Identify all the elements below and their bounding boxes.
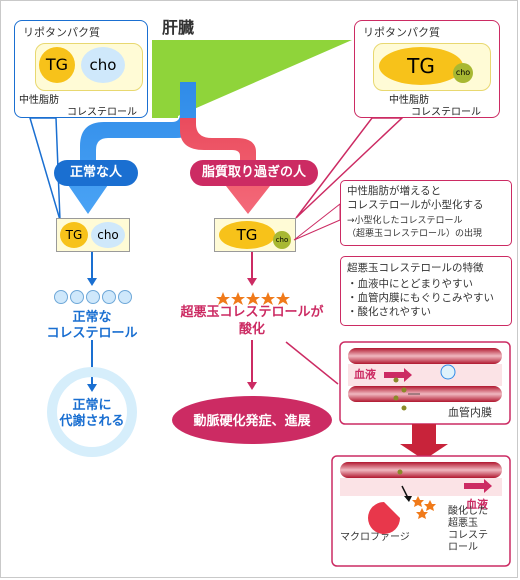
oxidized-line-1: 酸化した bbox=[448, 506, 488, 517]
note-line-2: コレステロールが小型化する bbox=[347, 199, 484, 211]
normal-cholesterol-line-2: コレステロール bbox=[46, 326, 138, 341]
small-cholesterol-dots bbox=[54, 290, 134, 304]
excess-badge: 脂質取り過ぎの人 bbox=[190, 160, 318, 186]
cho-circle: cho bbox=[91, 222, 125, 248]
cho-circle: cho bbox=[81, 47, 125, 83]
blood-label: 血液 bbox=[354, 368, 376, 381]
normal-cholesterol-label: 正常な コレステロール bbox=[22, 310, 162, 342]
metabolism-line-1: 正常に bbox=[72, 398, 112, 413]
oxidation-label: 超悪玉コレステロールが 酸化 bbox=[158, 304, 346, 338]
lipoprotein-title: リポタンパク質 bbox=[363, 26, 440, 39]
outcome-label: 動脈硬化発症、進展 bbox=[193, 414, 311, 429]
tg-circle-large: TG bbox=[379, 47, 463, 85]
cho-label: コレステロール bbox=[411, 107, 481, 118]
liver-shape bbox=[152, 40, 352, 118]
note-line-1: 中性脂肪が増えると bbox=[347, 185, 442, 197]
metabolism-line-2: 代謝される bbox=[59, 414, 125, 429]
metabolism-ring bbox=[47, 367, 137, 457]
macrophage-shape bbox=[368, 502, 400, 534]
excess-particle: TG cho bbox=[214, 218, 296, 252]
oxidized-line-2: 超悪玉 bbox=[448, 518, 478, 529]
tg-label: 中性脂肪 bbox=[389, 95, 429, 106]
cho-label: コレステロール bbox=[67, 107, 137, 118]
note-box-features: 超悪玉コレステロールの特徴 ・血液中にとどまりやすい ・血管内膜にもぐりこみやす… bbox=[340, 256, 512, 326]
normal-cholesterol-line-1: 正常な bbox=[72, 310, 112, 325]
macrophage-label: マクロファージ bbox=[340, 532, 410, 543]
oxidized-cholesterol-label: 酸化した 超悪玉 コレステ ロール bbox=[448, 506, 488, 554]
oxidation-line-1: 超悪玉コレステロールが bbox=[180, 305, 324, 320]
normal-particle: TG cho bbox=[56, 218, 130, 252]
note-box-top: 中性脂肪が増えると コレステロールが小型化する →小型化したコレステロール （超… bbox=[340, 180, 512, 246]
normal-flow-arrow bbox=[66, 82, 196, 214]
tg-circle: TG bbox=[60, 222, 88, 248]
oxidized-line-4: ロール bbox=[448, 542, 478, 553]
lipoprotein-box-left: リポタンパク質 TG cho 中性脂肪 コレステロール bbox=[14, 20, 148, 118]
right-callout-pointer bbox=[295, 117, 404, 219]
oxidation-pointer bbox=[285, 341, 339, 385]
vessel-transition-arrow bbox=[400, 424, 448, 460]
oxidation-line-2: 酸化 bbox=[238, 322, 265, 337]
tg-label: 中性脂肪 bbox=[19, 95, 59, 106]
intima-label: 血管内膜 bbox=[448, 406, 492, 419]
note-line-3: →小型化したコレステロール bbox=[347, 216, 463, 226]
lipoprotein-box-right: リポタンパク質 TG cho 中性脂肪 コレステロール bbox=[354, 20, 500, 118]
oxidized-line-3: コレステ bbox=[448, 530, 488, 541]
metabolism-label: 正常に 代謝される bbox=[32, 398, 152, 430]
liver-label: 肝臓 bbox=[162, 18, 195, 37]
features-title: 超悪玉コレステロールの特徴 bbox=[347, 262, 484, 274]
tg-circle-large: TG bbox=[219, 221, 275, 249]
excess-flow-arrow bbox=[180, 118, 270, 214]
tg-circle: TG bbox=[39, 47, 75, 83]
note-pointer bbox=[293, 202, 341, 241]
feature-item: ・血管内膜にもぐりこみやすい bbox=[347, 292, 494, 304]
outcome-ellipse bbox=[172, 396, 332, 444]
cho-circle-small: cho bbox=[273, 231, 291, 249]
lipoprotein-title: リポタンパク質 bbox=[23, 26, 100, 39]
blood-label-2: 血液 bbox=[466, 498, 488, 511]
normal-badge: 正常な人 bbox=[54, 160, 138, 186]
cho-circle-small: cho bbox=[453, 63, 473, 83]
feature-item: ・血液中にとどまりやすい bbox=[347, 278, 473, 290]
note-line-4: （超悪玉コレステロール）の出現 bbox=[347, 229, 483, 239]
oxidation-stars bbox=[216, 292, 290, 305]
feature-item: ・酸化されやすい bbox=[347, 306, 431, 318]
